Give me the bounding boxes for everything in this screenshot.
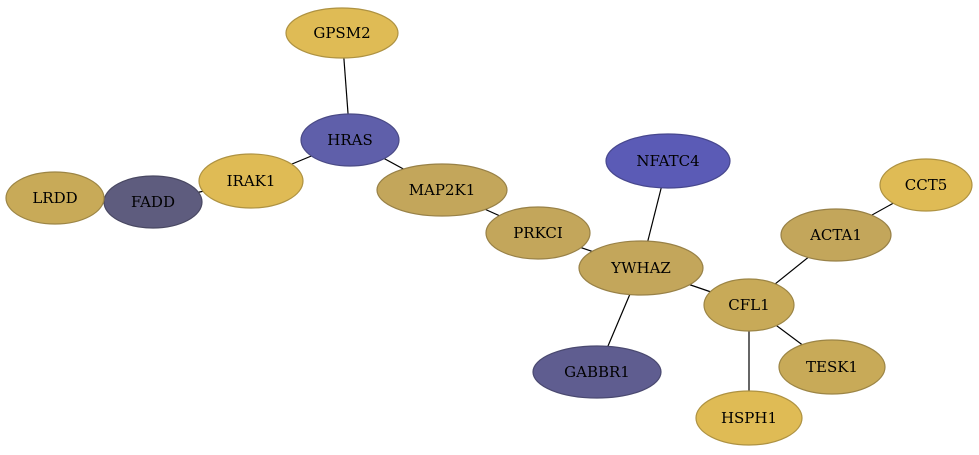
node-cfl1: CFL1: [703, 278, 795, 332]
node-shape: [879, 158, 973, 212]
node-label: CFL1: [728, 296, 769, 314]
node-shape: [300, 113, 400, 167]
node-label: NFATC4: [636, 152, 699, 170]
node-shape: [703, 278, 795, 332]
node-label: GPSM2: [313, 24, 370, 42]
node-label: IRAK1: [227, 172, 276, 190]
node-cct5: CCT5: [879, 158, 973, 212]
node-label: MAP2K1: [409, 181, 476, 199]
node-gpsm2: GPSM2: [285, 7, 399, 59]
node-shape: [778, 339, 886, 395]
node-label: ACTA1: [809, 226, 862, 244]
node-lrdd: LRDD: [5, 171, 105, 225]
node-label: LRDD: [32, 189, 77, 207]
node-ywhaz: YWHAZ: [578, 240, 704, 296]
node-label: YWHAZ: [610, 259, 671, 277]
node-label: GABBR1: [564, 363, 630, 381]
node-gabbr1: GABBR1: [532, 345, 662, 399]
node-label: FADD: [131, 193, 175, 211]
node-shape: [5, 171, 105, 225]
node-fadd: FADD: [103, 175, 203, 229]
node-label: CCT5: [905, 176, 948, 194]
node-shape: [605, 133, 731, 189]
node-shape: [376, 163, 508, 217]
node-tesk1: TESK1: [778, 339, 886, 395]
node-shape: [532, 345, 662, 399]
node-irak1: IRAK1: [198, 153, 304, 209]
node-prkci: PRKCI: [485, 206, 591, 260]
node-label: PRKCI: [513, 224, 563, 242]
node-hsph1: HSPH1: [695, 390, 803, 446]
node-nfatc4: NFATC4: [605, 133, 731, 189]
node-label: TESK1: [806, 358, 858, 376]
node-label: HSPH1: [721, 409, 777, 427]
node-shape: [485, 206, 591, 260]
node-acta1: ACTA1: [780, 208, 892, 262]
node-shape: [198, 153, 304, 209]
node-shape: [780, 208, 892, 262]
node-shape: [285, 7, 399, 59]
node-hras: HRAS: [300, 113, 400, 167]
node-label: HRAS: [327, 131, 372, 149]
node-shape: [695, 390, 803, 446]
node-shape: [578, 240, 704, 296]
node-map2k1: MAP2K1: [376, 163, 508, 217]
